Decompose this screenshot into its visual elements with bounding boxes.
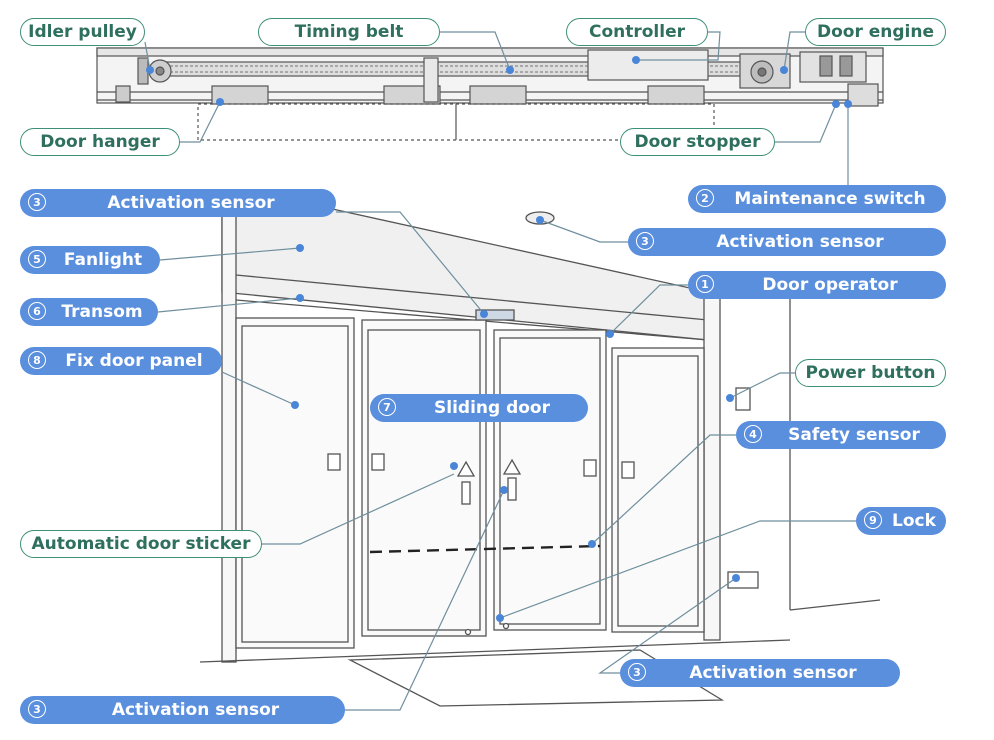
controller-text: Controller <box>588 22 685 42</box>
label-text: Transom <box>61 302 143 322</box>
activation-sensor-label-bottom: 3 Activation sensor <box>20 696 345 724</box>
lock-label: 9 Lock <box>856 507 946 535</box>
idler-pulley-text: Idler pulley <box>28 22 137 42</box>
number-badge: 5 <box>28 250 46 268</box>
label-text: Activation sensor <box>689 663 857 683</box>
label-text: Activation sensor <box>111 700 280 720</box>
number-badge: 3 <box>28 193 46 211</box>
label-text: Activation sensor <box>716 232 884 252</box>
label-text: Maintenance switch <box>734 189 926 209</box>
label-text: Lock <box>892 511 936 531</box>
number-badge: 8 <box>28 351 46 369</box>
safety-sensor-label: 4 Safety sensor <box>736 421 946 449</box>
number-badge: 4 <box>744 425 762 443</box>
transom-label: 6 Transom <box>20 298 158 326</box>
operator-rail <box>96 47 884 141</box>
label-text: Door operator <box>762 275 898 295</box>
label-text: Activation sensor <box>107 193 275 213</box>
sliding-door-label: 7 Sliding door <box>370 394 588 422</box>
fanlight-label: 5 Fanlight <box>20 246 160 274</box>
number-badge: 7 <box>378 398 396 416</box>
number-badge: 3 <box>28 700 46 718</box>
number-badge: 9 <box>864 511 882 529</box>
timing-belt-text: Timing belt <box>294 22 404 42</box>
door-engine-text: Door engine <box>816 22 935 42</box>
activation-sensor-label-top-left: 3 Activation sensor <box>20 189 336 217</box>
number-badge: 3 <box>628 663 646 681</box>
power-button-label: Power button <box>795 359 946 387</box>
label-text: Safety sensor <box>788 425 920 445</box>
label-text: Sliding door <box>434 398 550 418</box>
number-badge: 1 <box>696 275 714 293</box>
door-assembly <box>199 207 881 707</box>
label-text: Fanlight <box>63 250 143 270</box>
number-badge: 3 <box>636 232 654 250</box>
power-button-text: Power button <box>805 363 936 383</box>
activation-sensor-label-floor: 3 Activation sensor <box>620 659 900 687</box>
idler-pulley-label: Idler pulley <box>20 18 145 46</box>
door-stopper-text: Door stopper <box>634 132 761 152</box>
leader-lines <box>144 31 862 711</box>
door-engine-label: Door engine <box>805 18 946 46</box>
door-stopper-label: Door stopper <box>620 128 775 156</box>
activation-sensor-label-ceiling: 3 Activation sensor <box>628 228 946 256</box>
door-hanger-text: Door hanger <box>40 132 160 152</box>
number-badge: 6 <box>28 302 46 320</box>
leader-dots <box>146 56 852 622</box>
fix-door-panel-label: 8 Fix door panel <box>20 347 222 375</box>
door-operator-label: 1 Door operator <box>688 271 946 299</box>
number-badge: 2 <box>696 189 714 207</box>
timing-belt-label: Timing belt <box>258 18 440 46</box>
controller-label: Controller <box>566 18 708 46</box>
automatic-door-sticker-text: Automatic door sticker <box>31 534 251 554</box>
maintenance-switch-label: 2 Maintenance switch <box>688 185 946 213</box>
automatic-door-sticker-label: Automatic door sticker <box>20 530 262 558</box>
label-text: Fix door panel <box>65 351 203 371</box>
door-hanger-label: Door hanger <box>20 128 180 156</box>
